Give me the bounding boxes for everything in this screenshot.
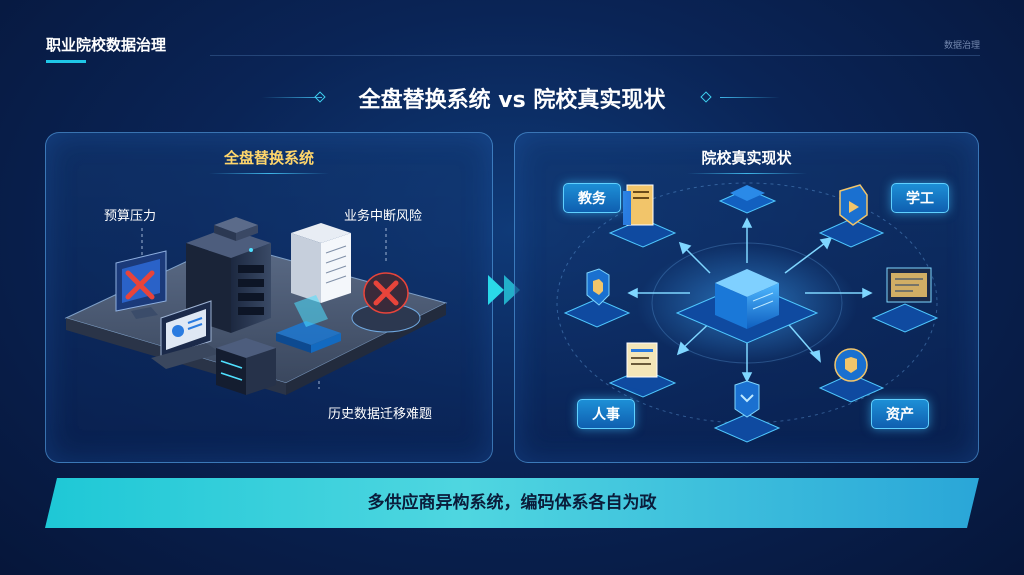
watermark-text: 数据治理 bbox=[943, 41, 980, 51]
blocked-disk-icon bbox=[351, 272, 421, 333]
brand-title: 职业院校数据治理 bbox=[46, 36, 167, 54]
right-panel-title: 院校真实现状 bbox=[701, 149, 792, 167]
budget-label: 预算压力 bbox=[104, 209, 157, 224]
central-database-icon bbox=[675, 269, 819, 344]
tag-hr: 人事 bbox=[577, 399, 635, 429]
migration-label: 历史数据迁移难题 bbox=[328, 407, 433, 422]
chevron-down-icon bbox=[713, 380, 781, 443]
white-server-icon bbox=[291, 223, 351, 303]
server-rack-icon bbox=[186, 228, 271, 333]
left-panel: 全盘替换系统 bbox=[45, 132, 493, 463]
tag-academic: 教务 bbox=[563, 183, 621, 213]
header-divider bbox=[210, 55, 980, 56]
dashboard-monitor-icon bbox=[151, 300, 221, 369]
banner-text: 多供应商异构系统，编码体系各自为政 bbox=[367, 493, 657, 513]
tag-student: 学工 bbox=[891, 183, 949, 213]
analytics-monitor-icon bbox=[871, 267, 939, 333]
hub-spoke-diagram bbox=[556, 182, 939, 443]
tag-assets: 资产 bbox=[871, 399, 929, 429]
double-arrow-icon bbox=[488, 275, 520, 305]
interruption-label: 业务中断风险 bbox=[344, 209, 423, 224]
server-platform-illustration bbox=[64, 217, 448, 395]
left-panel-title: 全盘替换系统 bbox=[223, 149, 314, 167]
brand-underline bbox=[46, 60, 86, 63]
panel-title-underline bbox=[209, 173, 329, 174]
monitor-icon bbox=[115, 250, 167, 319]
data-chip-icon bbox=[276, 295, 341, 353]
right-panel: 院校真实现状 bbox=[514, 132, 979, 463]
storage-stack-icon bbox=[216, 338, 276, 395]
asset-shield-icon bbox=[818, 348, 885, 403]
title-deco-right bbox=[720, 97, 780, 98]
personnel-file-icon bbox=[608, 342, 677, 398]
documents-icon bbox=[608, 184, 677, 248]
main-title: 全盘替换系统 vs 院校真实现状 bbox=[358, 88, 666, 113]
security-badge-icon bbox=[563, 268, 631, 328]
shield-icon bbox=[818, 184, 885, 248]
summary-banner: 多供应商异构系统，编码体系各自为政 bbox=[45, 478, 979, 528]
panel-title-underline bbox=[686, 173, 807, 174]
title-deco-left bbox=[262, 97, 322, 98]
top-node-icon bbox=[718, 185, 777, 214]
